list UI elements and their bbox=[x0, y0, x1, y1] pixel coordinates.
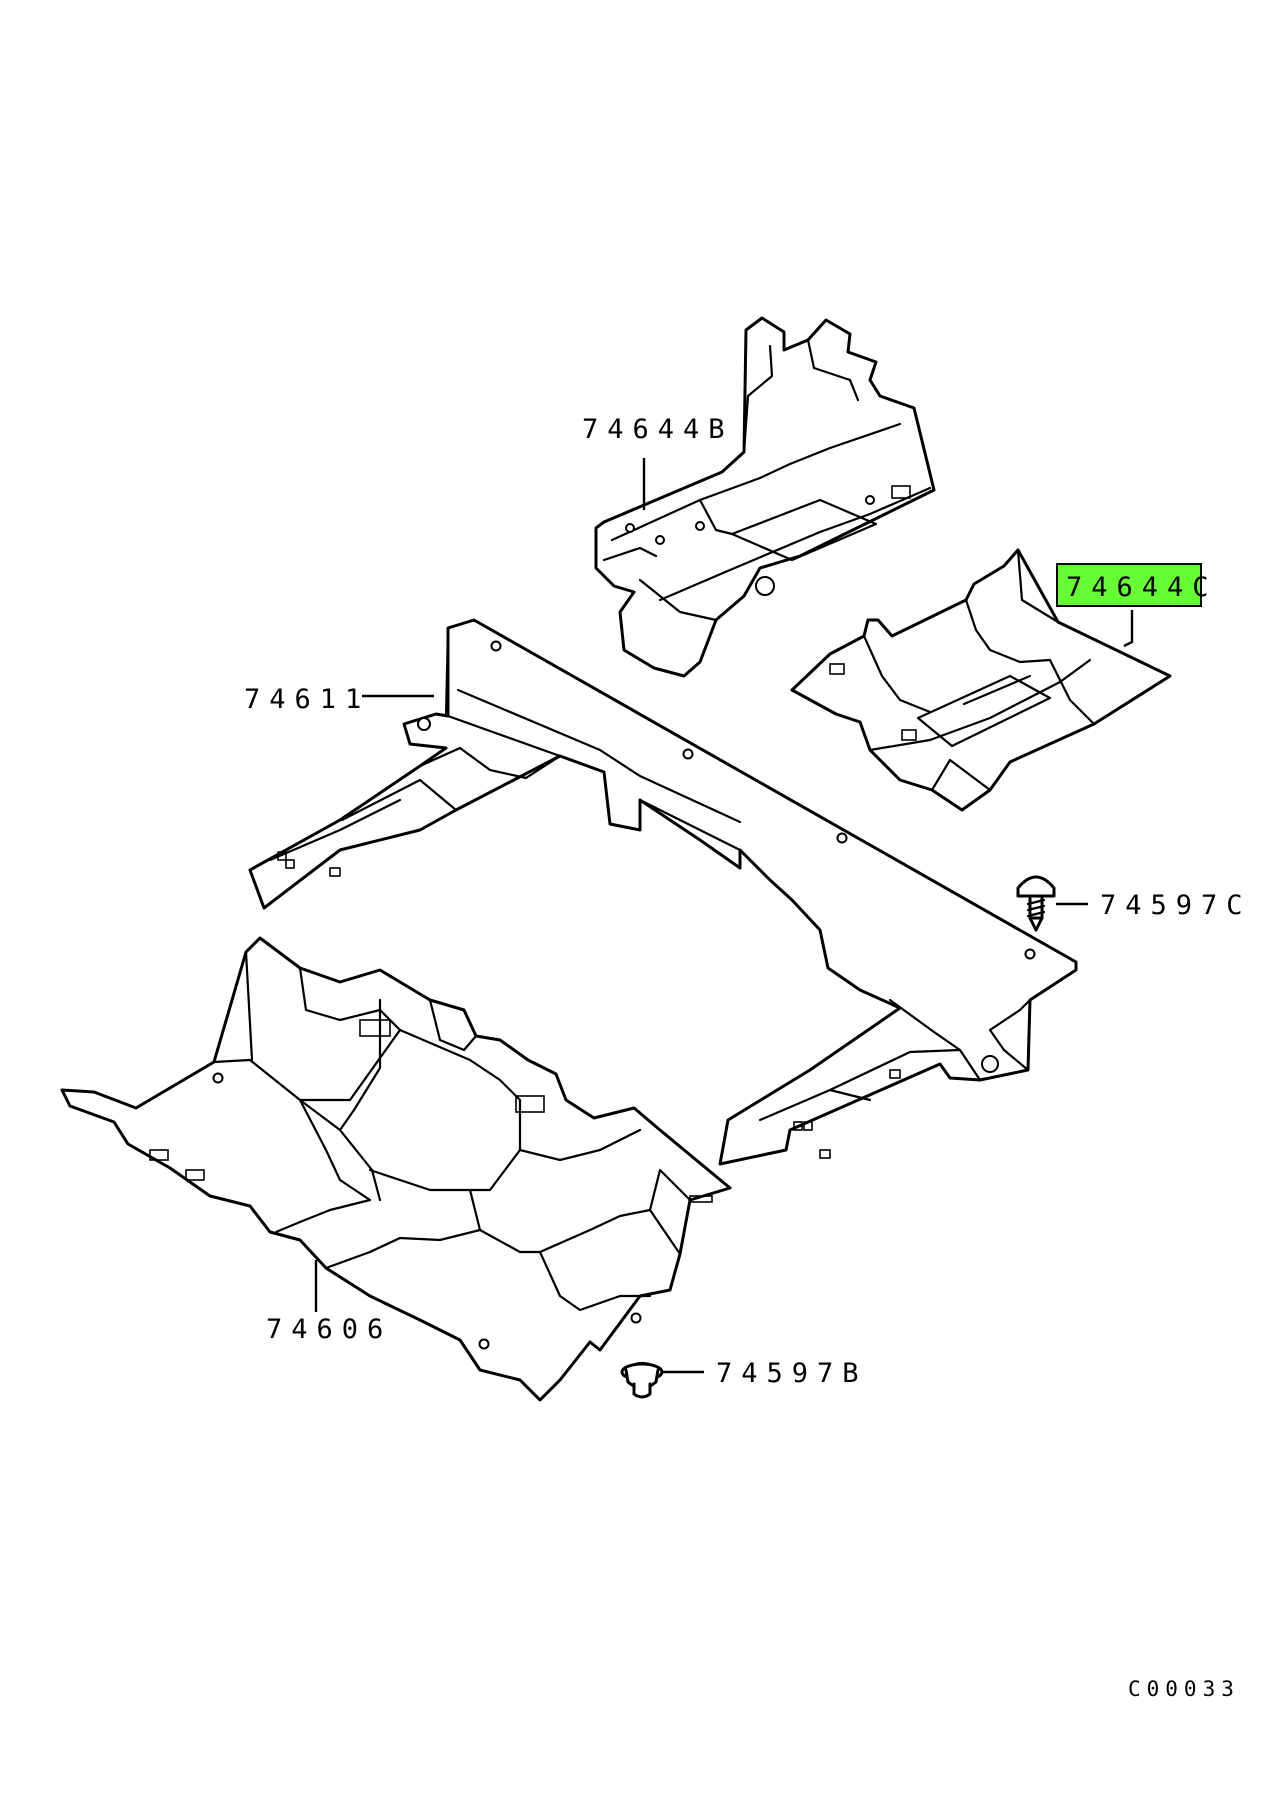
part-74644c[interactable] bbox=[790, 548, 1172, 812]
callout-labels: 74644B 74644C 74611 74597C 74606 74597B … bbox=[244, 414, 1252, 1701]
callout-74611[interactable]: 74611 bbox=[244, 684, 370, 715]
part-74611[interactable] bbox=[248, 618, 1078, 1166]
callout-74606[interactable]: 74606 bbox=[266, 1314, 392, 1345]
part-74597b-clip[interactable] bbox=[620, 1361, 664, 1399]
leader-lines bbox=[314, 458, 1134, 1374]
part-74597c-screw[interactable] bbox=[1016, 875, 1056, 932]
callout-74597b[interactable]: 74597B bbox=[716, 1358, 868, 1389]
callout-74644c-highlight bbox=[1056, 563, 1202, 607]
part-74644b[interactable] bbox=[594, 316, 936, 678]
callout-74644b[interactable]: 74644B bbox=[582, 414, 734, 445]
callout-74644c[interactable]: 74644C bbox=[1066, 572, 1218, 603]
figure-code: C00033 bbox=[1128, 1677, 1240, 1701]
callout-74597c[interactable]: 74597C bbox=[1100, 890, 1252, 921]
leader-74644c bbox=[1123, 610, 1134, 648]
part-74606[interactable] bbox=[60, 936, 732, 1402]
